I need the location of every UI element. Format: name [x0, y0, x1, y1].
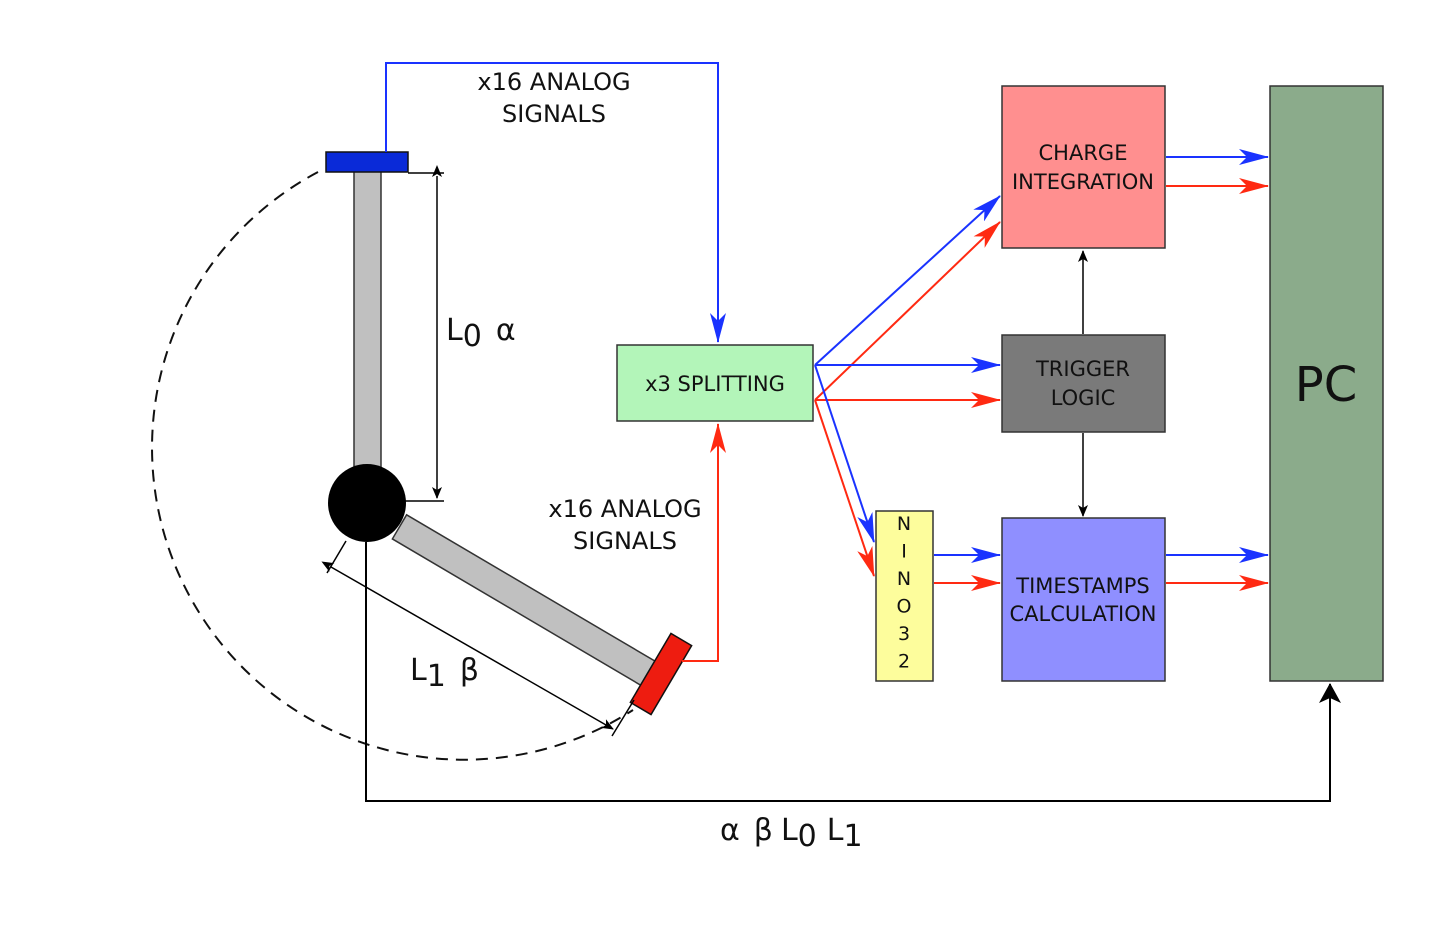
timestamps-box — [1001, 517, 1166, 682]
trigger-logic-box — [1001, 334, 1166, 433]
nino-letter: 2 — [898, 651, 910, 673]
split-blue-to-charge — [814, 195, 1001, 366]
bottom-signals-label-line2: SIGNALS — [573, 527, 677, 555]
split-blue-to-nino — [814, 364, 875, 543]
l1-symbol: L — [410, 653, 427, 688]
split-red-to-charge — [814, 221, 1001, 401]
splitting-box — [616, 344, 814, 422]
timestamps-label-line2: CALCULATION — [1010, 602, 1157, 626]
bottom-signals-label-line1: x16 ANALOG — [548, 495, 701, 523]
l0-symbol: L — [446, 313, 463, 348]
nino32-box — [875, 510, 934, 682]
bottom-signal-path — [682, 423, 726, 662]
bottom-l0-symbol: L — [781, 813, 798, 848]
bottom-alpha: α — [720, 813, 740, 848]
charge-label-line2: INTEGRATION — [1012, 170, 1154, 194]
timestamps-label-line1: TIMESTAMPS — [1015, 574, 1149, 598]
pc-label: PC — [1295, 357, 1357, 413]
bottom-l0-subscript: 0 — [798, 819, 817, 854]
angle-feedback-path — [365, 542, 1341, 802]
trigger-label-line1: TRIGGER — [1035, 357, 1130, 381]
top-signal-path — [385, 62, 726, 343]
beta-symbol: β — [460, 653, 479, 688]
split-red-to-nino — [814, 399, 875, 577]
nino-letter: O — [897, 596, 912, 618]
nino-letter: I — [901, 541, 907, 563]
splitting-label: x3 SPLITTING — [645, 372, 785, 396]
vertical-arm — [353, 169, 382, 469]
bottom-l1-subscript: 1 — [843, 819, 862, 854]
l1-right-tick — [611, 699, 635, 737]
top-signals-label-line2: SIGNALS — [502, 100, 606, 128]
trigger-label-line2: LOGIC — [1051, 386, 1116, 410]
bottom-l1-symbol: L — [827, 813, 844, 848]
pivot-joint — [328, 464, 406, 542]
nino-letter: N — [897, 568, 911, 590]
bottom-beta: β — [754, 813, 773, 848]
alpha-symbol: α — [496, 313, 516, 348]
pc-box — [1269, 85, 1384, 682]
charge-integration-box — [1001, 85, 1166, 249]
l1-dimension-line — [321, 561, 614, 730]
l0-subscript: 0 — [463, 319, 482, 354]
dashed-rotation-circle — [151, 171, 634, 761]
charge-label-line1: CHARGE — [1039, 141, 1128, 165]
l1-subscript: 1 — [427, 659, 446, 694]
l1-left-tick — [326, 540, 347, 574]
red-detector — [629, 632, 693, 716]
nino-letter: 3 — [898, 623, 910, 645]
top-signals-label-line1: x16 ANALOG — [477, 68, 630, 96]
blue-detector — [325, 151, 409, 173]
nino-letter: N — [897, 513, 911, 535]
